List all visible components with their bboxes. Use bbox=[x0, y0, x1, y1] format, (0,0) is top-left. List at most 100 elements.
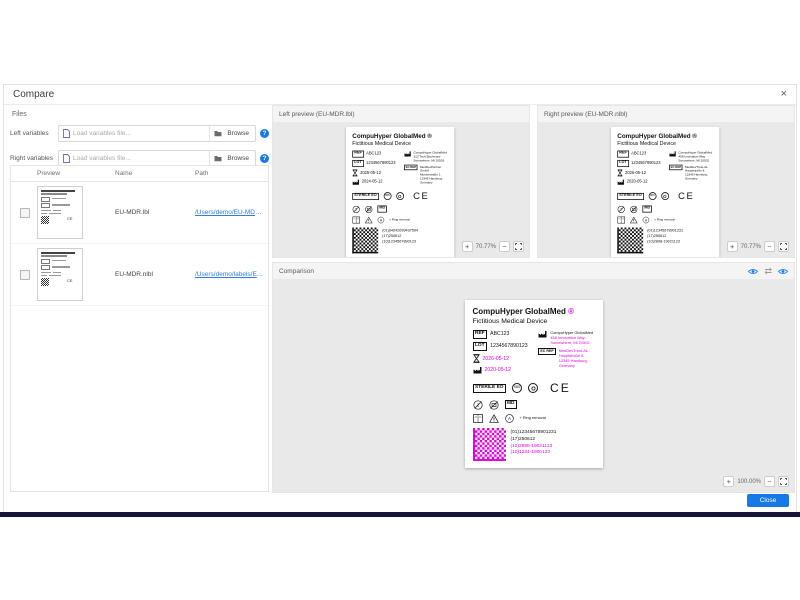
zoom-out-button[interactable]: − bbox=[499, 241, 510, 252]
file-name: EU-MDR.lbl bbox=[115, 209, 150, 216]
ref-tag: REF bbox=[352, 150, 364, 158]
close-icon[interactable]: × bbox=[780, 88, 787, 100]
name-column-header: Name bbox=[115, 170, 133, 177]
thumb-title-line bbox=[41, 190, 75, 192]
label-title: CompuHyper GlobalMed ® bbox=[617, 132, 697, 140]
cert-icon: A bbox=[377, 216, 385, 224]
label-thumbnail[interactable]: CE bbox=[37, 186, 83, 239]
right-visibility-eye-icon[interactable] bbox=[778, 268, 788, 275]
table-header-row: Preview Name Path bbox=[11, 166, 268, 182]
left-visibility-eye-icon[interactable] bbox=[748, 268, 759, 275]
path-column-header: Path bbox=[195, 170, 209, 177]
ring-removal-note: + Ring removal bbox=[519, 414, 546, 420]
zoom-fit-button[interactable] bbox=[778, 476, 789, 487]
datamatrix-code bbox=[617, 227, 644, 254]
left-preview-canvas[interactable]: CompuHyper GlobalMed ® Fictitious Medica… bbox=[273, 122, 529, 257]
thumb-ce-mark: CE bbox=[67, 216, 73, 221]
close-button[interactable]: Close bbox=[747, 494, 789, 507]
left-variables-input[interactable] bbox=[73, 130, 210, 137]
comparison-title: Comparison bbox=[279, 267, 315, 275]
zoom-fit-button[interactable] bbox=[778, 241, 789, 252]
warning-icon bbox=[488, 413, 499, 423]
folder-icon bbox=[214, 131, 222, 137]
warning-icon bbox=[364, 216, 373, 223]
do-not-resterilize-icon: 2 bbox=[472, 400, 483, 410]
svg-text:A: A bbox=[645, 218, 648, 222]
table-row: CE EU-MDR.nlbl /Users/demo/labels/EU-MDR… bbox=[11, 244, 268, 306]
ec-rep-tag: EC REP bbox=[404, 164, 418, 171]
use-by-date: 2025-05-12 bbox=[360, 170, 381, 176]
left-zoom-controls: + 70.77% − bbox=[461, 241, 524, 252]
table-row: CE EU-MDR.lbl /Users/demo/EU-MDR.lbl bbox=[11, 182, 268, 244]
right-preview-header: Right preview (EU-MDR.nlbl) bbox=[538, 106, 794, 123]
mfg-date: 2020-05-12 bbox=[484, 367, 512, 374]
right-browse-button[interactable]: Browse bbox=[209, 151, 253, 166]
do-not-resterilize-icon: 2 bbox=[352, 205, 360, 213]
variables-file-icon bbox=[63, 154, 70, 163]
lot-tag: LOT bbox=[352, 159, 364, 168]
use-by-date: 2026-05-12 bbox=[625, 170, 646, 176]
file-path-link[interactable]: /Users/demo/EU-MDR.lbl bbox=[195, 209, 268, 216]
files-table: Preview Name Path CE bbox=[10, 165, 269, 492]
manufacturer-address: CompuHyper GlobalMed 456 Innovation Way … bbox=[678, 150, 713, 163]
comparison-canvas[interactable]: CompuHyper GlobalMed ® Fictitious Medica… bbox=[273, 279, 794, 492]
factory-icon bbox=[352, 179, 359, 185]
thumb-title-line bbox=[41, 252, 75, 254]
ec-rep-tag: EC REP bbox=[538, 347, 556, 356]
swap-icon[interactable]: ⇄ bbox=[764, 265, 772, 276]
recycle-icon bbox=[395, 192, 404, 201]
mfg-date: 2020-05-12 bbox=[626, 179, 648, 185]
gs1-data-lines: (01)12345678901231 (17)250612 (10)2898-1… bbox=[510, 429, 557, 456]
factory-icon bbox=[473, 367, 481, 374]
sterile-tag: STERILE EO bbox=[352, 192, 379, 201]
do-not-use-if-damaged-icon bbox=[365, 205, 373, 213]
file-path-link[interactable]: /Users/demo/labels/EU-MDR.nlbl bbox=[195, 271, 268, 278]
zoom-out-button[interactable]: − bbox=[764, 241, 775, 252]
sbs-icon: SBS bbox=[648, 192, 657, 201]
left-preview-title: Left preview (EU-MDR.lbl) bbox=[279, 110, 355, 118]
right-variables-label: Right variables bbox=[10, 155, 53, 162]
browse-label: Browse bbox=[227, 130, 249, 137]
lot-value: 1234567890123 bbox=[631, 161, 661, 166]
help-icon[interactable]: ? bbox=[260, 154, 269, 163]
right-preview-canvas[interactable]: CompuHyper GlobalMed ® Fictitious Medica… bbox=[538, 122, 794, 257]
cert-icon: A bbox=[504, 413, 514, 423]
zoom-fit-button[interactable] bbox=[513, 241, 524, 252]
compare-dialog: Compare × Files Left variables Browse ? … bbox=[4, 85, 796, 512]
cert-icon: A bbox=[642, 216, 650, 224]
right-preview-panel: Right preview (EU-MDR.nlbl) CompuHyper G… bbox=[537, 105, 795, 258]
datamatrix-code bbox=[352, 227, 379, 254]
warning-icon bbox=[629, 216, 638, 223]
sterile-tag: STERILE EO bbox=[617, 192, 644, 201]
zoom-level: 70.77% bbox=[475, 243, 496, 250]
label-subtitle: Fictitious Medical Device bbox=[352, 140, 411, 147]
lot-value: 1234567890123 bbox=[366, 161, 396, 166]
label-thumbnail[interactable]: CE bbox=[37, 248, 83, 301]
factory-icon bbox=[404, 151, 411, 157]
zoom-in-button[interactable]: + bbox=[461, 241, 473, 252]
window-bottom-bar bbox=[0, 512, 800, 517]
files-section-title: Files bbox=[12, 111, 27, 118]
hourglass-icon bbox=[472, 354, 480, 364]
ce-mark: CE bbox=[678, 190, 695, 202]
zoom-level: 100.00% bbox=[737, 478, 761, 485]
row-checkbox[interactable] bbox=[20, 269, 30, 280]
left-browse-button[interactable]: Browse bbox=[209, 126, 253, 141]
md-tag: MD bbox=[642, 205, 653, 213]
ifu-icon bbox=[617, 216, 626, 224]
ring-removal-note: + Ring removal bbox=[654, 217, 675, 222]
zoom-in-button[interactable]: + bbox=[726, 241, 738, 252]
label-subtitle: Fictitious Medical Device bbox=[617, 140, 676, 147]
md-tag: MD bbox=[504, 399, 517, 410]
zoom-in-button[interactable]: + bbox=[723, 476, 735, 487]
help-icon[interactable]: ? bbox=[260, 129, 269, 138]
dialog-title: Compare bbox=[13, 89, 55, 100]
mfg-date: 2024-05-12 bbox=[361, 179, 383, 185]
zoom-out-button[interactable]: − bbox=[764, 476, 775, 487]
ce-mark: CE bbox=[550, 381, 571, 396]
right-variables-input[interactable] bbox=[73, 155, 210, 162]
right-zoom-controls: + 70.77% − bbox=[726, 241, 789, 252]
label-title: CompuHyper GlobalMed ® bbox=[472, 307, 574, 316]
row-checkbox[interactable] bbox=[20, 207, 30, 218]
right-preview-title: Right preview (EU-MDR.nlbl) bbox=[544, 110, 628, 118]
